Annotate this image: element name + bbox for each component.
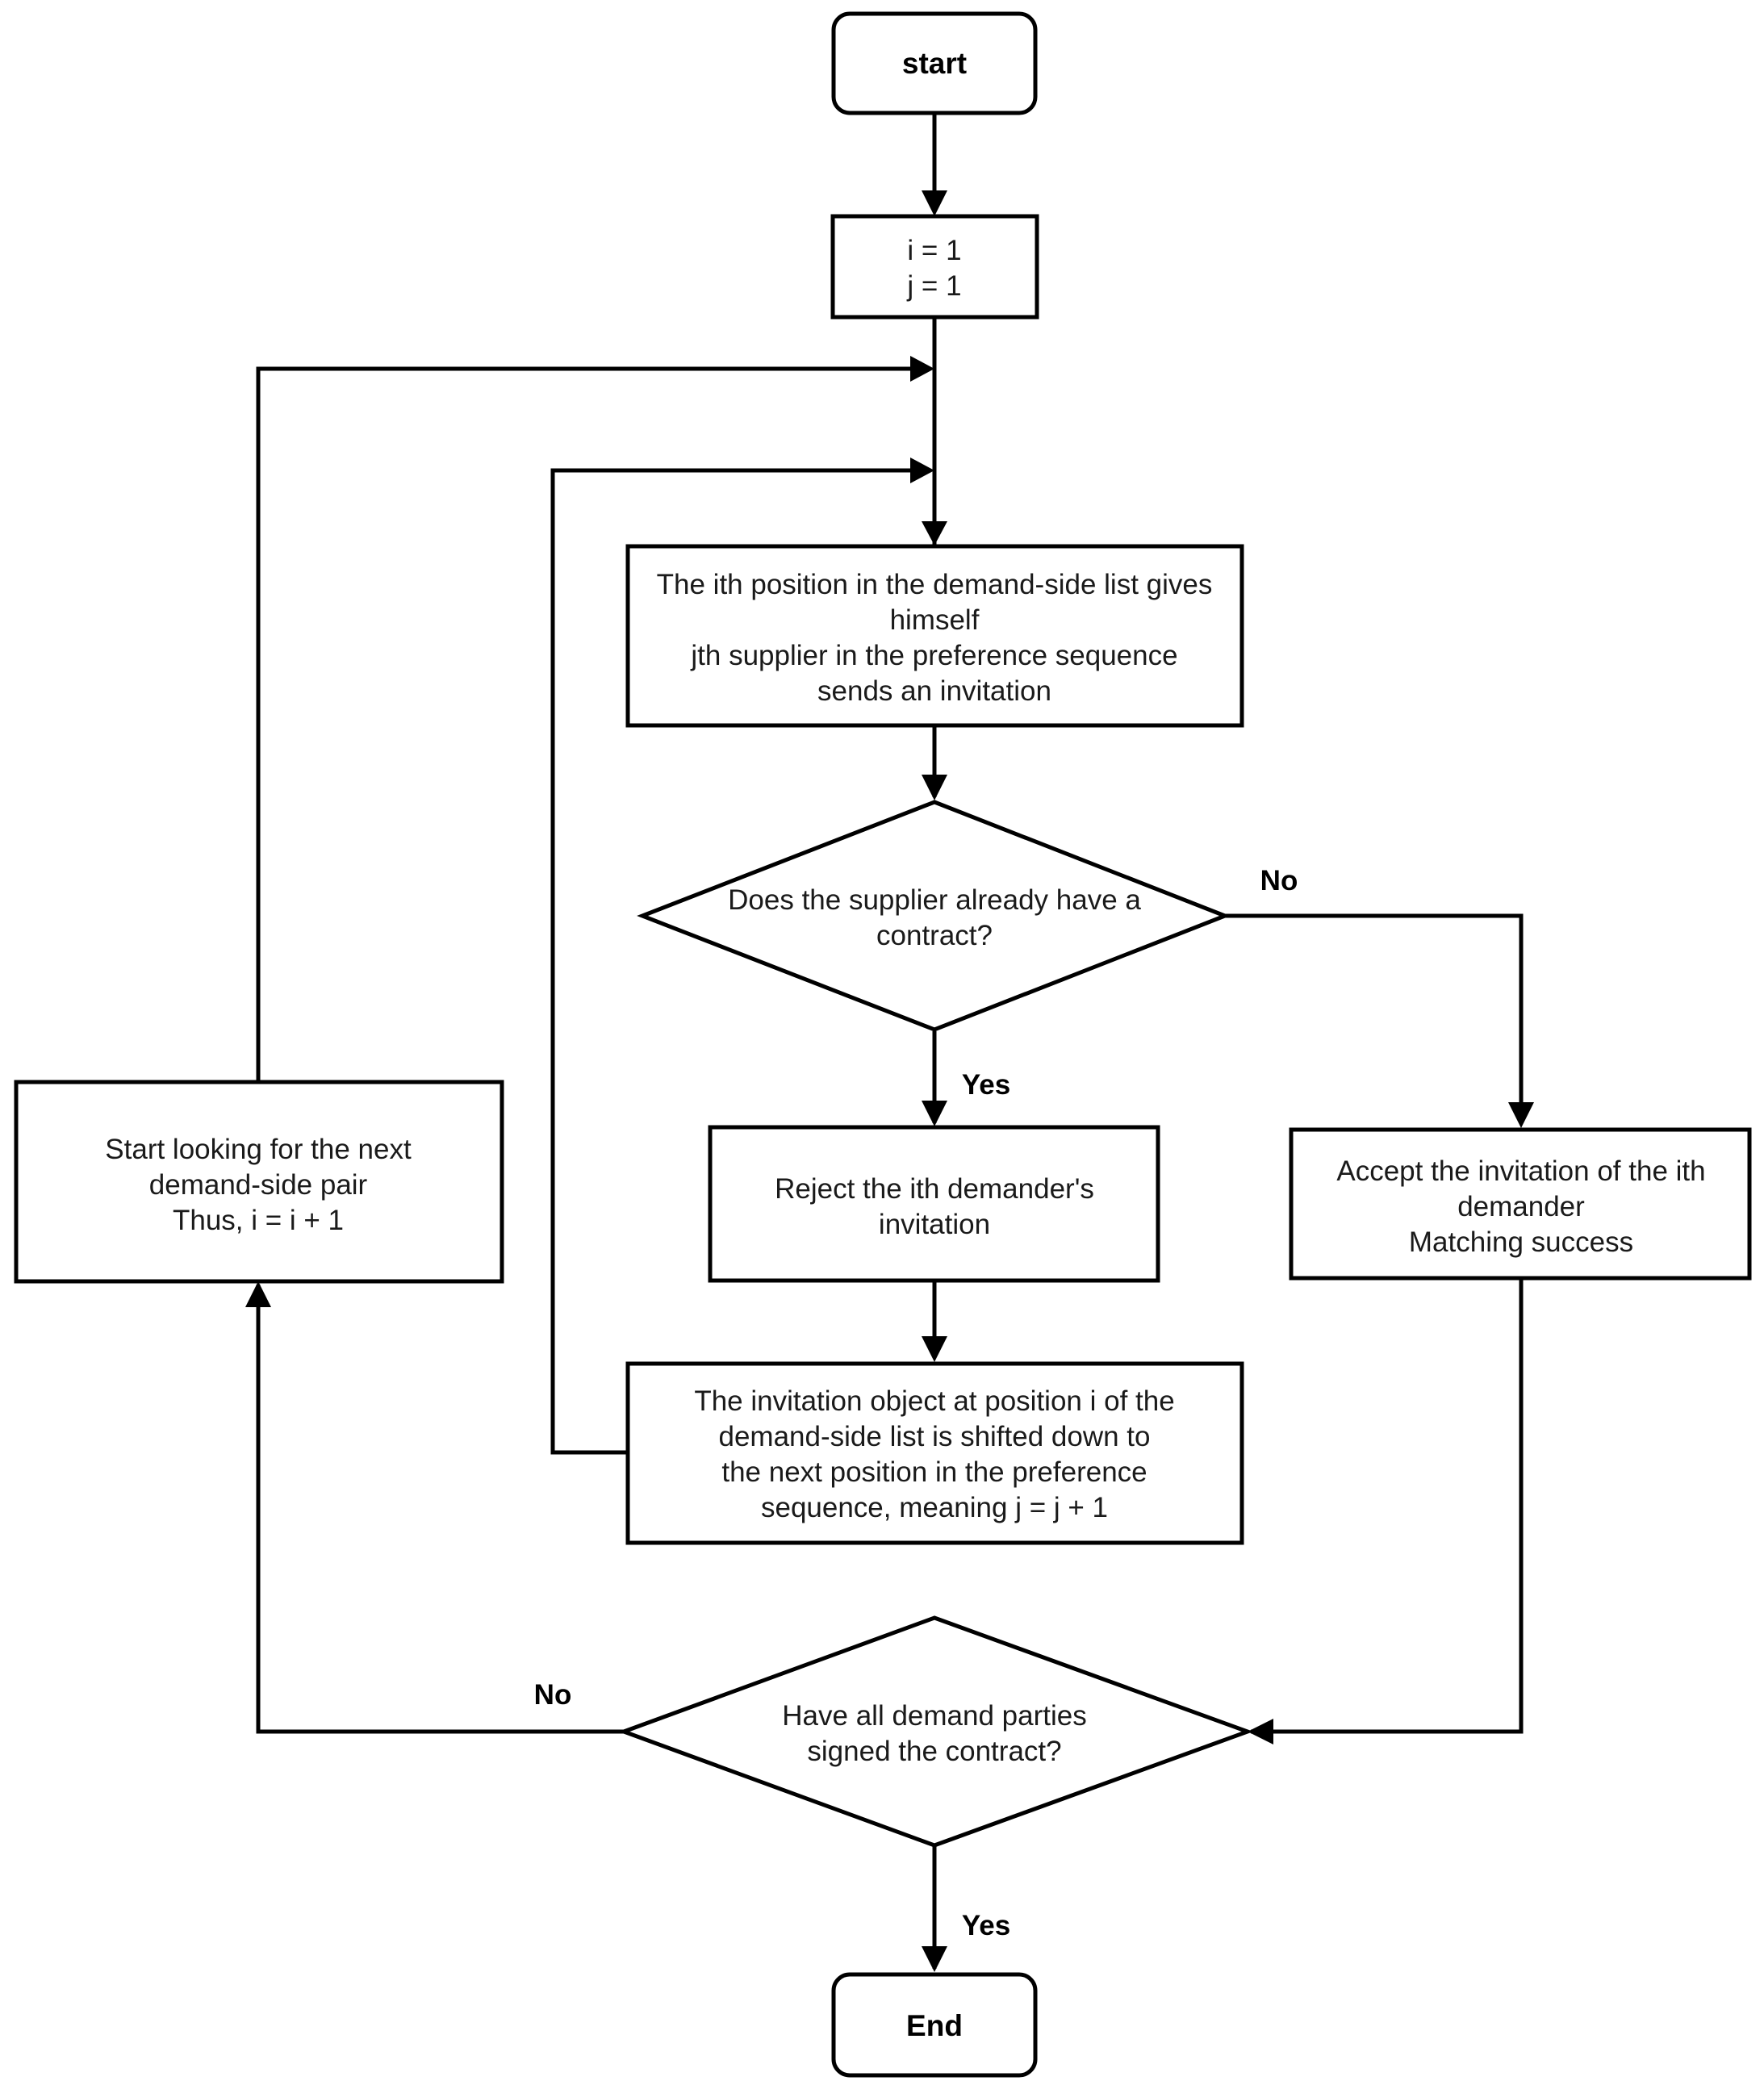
edge-shift-loop (550, 468, 920, 1455)
node-init-line-2: j = 1 (906, 270, 961, 302)
node-shift-line-3: the next position in the preference (721, 1456, 1147, 1488)
node-accept: Accept the invitation of the ith demande… (1289, 1127, 1752, 1281)
arrowhead-allsigned-nextpair (245, 1281, 271, 1307)
node-reject-line-1: Reject the ith demander's (775, 1173, 1094, 1205)
label-has-contract-no: No (1260, 865, 1298, 896)
node-all-signed-line-2: signed the contract? (807, 1736, 1061, 1767)
node-start: start (831, 11, 1038, 115)
node-shift-line-2: demand-side list is shifted down to (719, 1421, 1151, 1452)
node-next-pair-line-3: Thus, i = i + 1 (173, 1205, 344, 1236)
edge-accept-allsigned (1251, 1279, 1524, 1734)
node-reject-line-2: invitation (879, 1209, 990, 1240)
node-next-pair: Start looking for the next demand-side p… (14, 1080, 504, 1284)
label-all-signed-yes: Yes (962, 1910, 1010, 1941)
node-accept-line-3: Matching success (1409, 1226, 1633, 1258)
node-shift: The invitation object at position i of t… (625, 1361, 1244, 1545)
arrowhead-allsigned-end (922, 1946, 947, 1972)
arrowhead-accept-allsigned (1248, 1719, 1273, 1744)
node-end-label: End (906, 2009, 963, 2042)
edges (245, 115, 1534, 1972)
node-shift-line-1: The invitation object at position i of t… (694, 1385, 1174, 1417)
node-invite: The ith position in the demand-side list… (625, 544, 1244, 728)
node-invite-line-4: sends an invitation (817, 675, 1051, 707)
edge-allsigned-nextpair (256, 1285, 624, 1734)
node-accept-line-1: Accept the invitation of the ith (1336, 1155, 1705, 1187)
node-all-signed-decision: Have all demand parties signed the contr… (617, 1615, 1254, 1848)
node-reject: Reject the ith demander's invitation (708, 1125, 1160, 1283)
arrowhead-decision-accept (1508, 1102, 1534, 1128)
edge-nextpair-loop (256, 366, 920, 1081)
node-init-line-1: i = 1 (907, 235, 961, 266)
arrowhead-shift-loop (910, 458, 934, 483)
node-has-contract-line-1: Does the supplier already have a (728, 884, 1141, 916)
arrowhead-start-init (922, 190, 947, 216)
node-has-contract-decision: Does the supplier already have a contrac… (637, 800, 1231, 1032)
node-next-pair-line-2: demand-side pair (149, 1169, 368, 1201)
label-has-contract-yes: Yes (962, 1069, 1010, 1101)
node-has-contract-line-2: contract? (876, 920, 993, 951)
node-invite-line-2: himself (890, 604, 980, 636)
node-next-pair-line-1: Start looking for the next (105, 1134, 412, 1165)
node-start-label: start (902, 47, 967, 80)
node-init: i = 1 j = 1 (830, 214, 1039, 320)
arrowhead-reject-shift (922, 1336, 947, 1362)
node-accept-line-2: demander (1457, 1191, 1585, 1222)
arrowhead-decision-reject (922, 1101, 947, 1126)
node-end: End (831, 1972, 1038, 2078)
node-invite-line-3: jth supplier in the preference sequence (690, 640, 1177, 671)
arrowhead-invite-in (922, 521, 947, 545)
arrowhead-invite-decision (922, 775, 947, 800)
node-all-signed-line-1: Have all demand parties (782, 1700, 1086, 1732)
node-shift-line-4: sequence, meaning j = j + 1 (761, 1492, 1108, 1523)
edge-decision-accept (1225, 913, 1524, 1123)
arrowhead-nextpair-loop (910, 356, 934, 382)
label-all-signed-no: No (534, 1679, 572, 1711)
node-invite-line-1: The ith position in the demand-side list… (657, 569, 1213, 600)
